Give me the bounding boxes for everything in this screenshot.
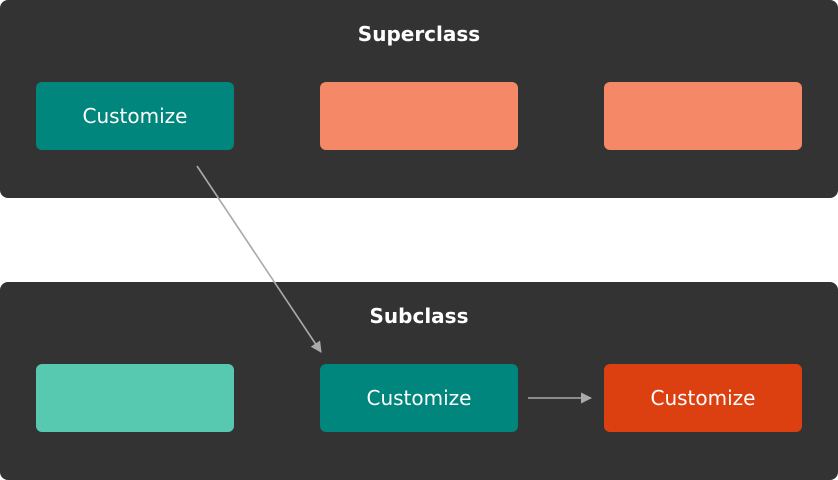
superclass-method-box-2 (320, 82, 518, 150)
superclass-method-box-3 (604, 82, 802, 150)
subclass-override-customize-box: Customize (604, 364, 802, 432)
superclass-panel: Superclass Customize (0, 0, 838, 198)
superclass-customize-box: Customize (36, 82, 234, 150)
subclass-customize-box: Customize (320, 364, 518, 432)
superclass-title: Superclass (357, 22, 481, 46)
subclass-panel: Subclass Customize Customize (0, 282, 838, 480)
subclass-method-box-1 (36, 364, 234, 432)
subclass-title: Subclass (369, 304, 469, 328)
